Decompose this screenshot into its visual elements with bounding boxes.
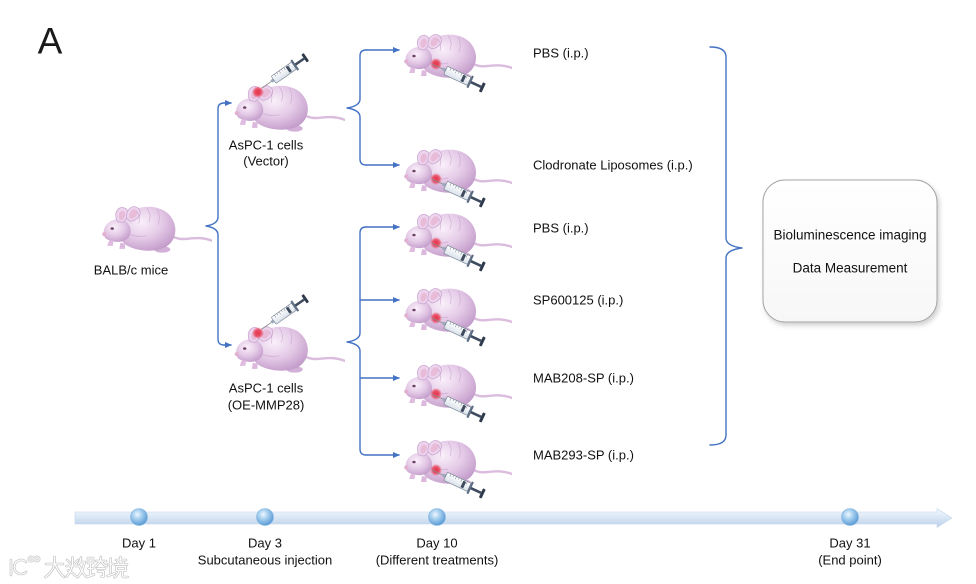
milestone-day-label: Day 3 xyxy=(248,536,282,551)
milestone-day-31: Day 31 (End point) xyxy=(818,508,882,568)
treatment-label: Clodronate Liposomes (i.p.) xyxy=(533,158,693,173)
readout-box: Bioluminescence imaging Data Measurement xyxy=(762,179,938,323)
readout-bracket xyxy=(709,46,743,446)
treatment-label: MAB208-SP (i.p.) xyxy=(533,371,634,386)
group-oe-mmp28: AsPC-1 cells (OE-MMP28) xyxy=(228,292,345,413)
group-vector: AsPC-1 cells (Vector) xyxy=(229,51,345,169)
group-type-label: (OE-MMP28) xyxy=(228,398,305,413)
timeline: Day 1 Day 3 Subcutaneous injection Day 1… xyxy=(74,507,953,568)
timeline-arrow xyxy=(74,507,953,529)
milestone-marker xyxy=(841,508,859,526)
treatment-oe-mab293: MAB293-SP (i.p.) xyxy=(403,439,634,501)
treatment-label: MAB293-SP (i.p.) xyxy=(533,448,634,463)
milestone-day-label: Day 31 xyxy=(829,536,870,551)
treatment-vector-pbs: PBS (i.p.) xyxy=(403,33,589,95)
milestone-day-1: Day 1 xyxy=(122,508,156,551)
milestone-event-label: Subcutaneous injection xyxy=(198,553,332,568)
oe-mmp28-mouse-icon xyxy=(233,325,345,374)
milestone-event-label: (Different treatments) xyxy=(376,553,499,568)
injection-site-icon xyxy=(252,86,264,98)
watermark-fill xyxy=(10,556,129,579)
panel-label: A xyxy=(38,21,63,62)
treatment-label: PBS (i.p.) xyxy=(533,46,589,61)
milestone-event-label: (End point) xyxy=(818,553,882,568)
readout-line-measurement: Data Measurement xyxy=(793,261,908,276)
oe-treatment-bracket xyxy=(346,226,367,456)
milestone-day-3: Day 3 Subcutaneous injection xyxy=(198,508,332,568)
milestone-day-label: Day 10 xyxy=(416,536,457,551)
treatment-oe-mab208: MAB208-SP (i.p.) xyxy=(403,363,634,425)
balb-c-mouse-icon xyxy=(101,205,212,254)
milestone-day-10: Day 10 (Different treatments) xyxy=(376,508,499,568)
milestone-marker xyxy=(428,508,446,526)
watermark-logo xyxy=(9,555,129,579)
treatment-oe-sp600125: SP600125 (i.p.) xyxy=(403,287,623,349)
treatment-label: PBS (i.p.) xyxy=(533,221,589,236)
milestone-marker xyxy=(130,508,148,526)
readout-box-frame xyxy=(762,179,938,323)
group-cells-label: AsPC-1 cells xyxy=(229,381,304,396)
treatment-vector-clodronate: Clodronate Liposomes (i.p.) xyxy=(403,148,693,210)
readout-line-imaging: Bioluminescence imaging xyxy=(773,228,926,243)
injection-site-icon xyxy=(252,327,264,339)
vector-treatment-bracket xyxy=(346,49,367,166)
treatment-oe-pbs: PBS (i.p.) xyxy=(403,212,589,274)
group-type-label: (Vector) xyxy=(243,154,289,169)
milestone-marker xyxy=(256,508,274,526)
strain-label: BALB/c mice xyxy=(94,263,168,278)
strain-split-bracket xyxy=(205,102,225,346)
group-cells-label: AsPC-1 cells xyxy=(229,138,304,153)
milestone-day-label: Day 1 xyxy=(122,536,156,551)
vector-mouse-icon xyxy=(233,84,345,133)
treatment-label: SP600125 (i.p.) xyxy=(533,293,623,308)
